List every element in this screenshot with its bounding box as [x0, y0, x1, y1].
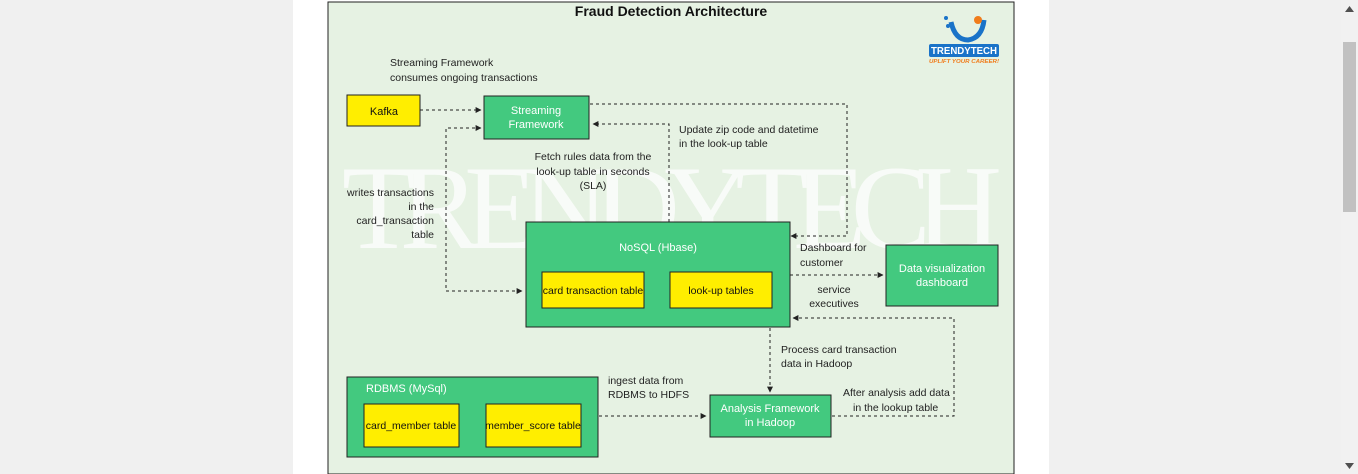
logo-swoosh-icon — [948, 19, 987, 43]
rdbms-mysql-node: RDBMS (MySql) card_member table member_s… — [346, 376, 599, 458]
dashboard-label-1: Data visualization — [899, 263, 985, 275]
streaming-consumes-line-1: Streaming Framework — [390, 57, 494, 69]
rdbms-label: RDBMS (MySql) — [366, 383, 447, 395]
dashboard-label-2: dashboard — [916, 277, 968, 289]
annotations: Streaming Framework consumes ongoing tra… — [346, 57, 950, 414]
nosql-to-streaming-fetch-arrow — [592, 121, 670, 222]
logo-brand-text: TRENDYTECH — [931, 46, 997, 57]
fetch-rules-line-2: look-up table in seconds — [536, 166, 649, 178]
analysis-to-nosql-arrow — [792, 315, 955, 417]
kafka-label: Kafka — [370, 106, 399, 118]
scrollbar-thumb[interactable] — [1343, 42, 1356, 212]
vertical-scrollbar[interactable] — [1341, 0, 1358, 474]
lookup-tables-label: look-up tables — [688, 285, 753, 297]
card-member-table-box — [363, 403, 460, 448]
process-card-line-1: Process card transaction — [781, 344, 897, 356]
logo-head-icon — [974, 16, 982, 24]
card-transaction-table-label: card transaction table — [543, 285, 644, 297]
after-analysis-line-1: After analysis add data — [843, 387, 950, 399]
lookup-tables-box — [669, 271, 773, 309]
streaming-label-1: Streaming — [511, 105, 561, 117]
streaming-framework-node: Streaming Framework — [483, 95, 590, 140]
fetch-rules-line-1: Fetch rules data from the — [535, 151, 652, 163]
streaming-consumes-line-2: consumes ongoing transactions — [390, 72, 538, 84]
ingest-data-line-2: RDBMS to HDFS — [608, 389, 689, 401]
update-zip-line-1: Update zip code and datetime — [679, 124, 819, 136]
after-analysis-line-2: in the lookup table — [853, 402, 938, 414]
analysis-label-2: in Hadoop — [745, 417, 795, 429]
streaming-to-nosql-write-arrow — [445, 125, 523, 294]
analysis-framework-node: Analysis Framework in Hadoop — [709, 394, 832, 438]
data-visualization-dashboard-node: Data visualization dashboard — [885, 244, 999, 307]
scroll-up-arrow-icon[interactable] — [1341, 0, 1358, 17]
streaming-label-2: Framework — [508, 119, 564, 131]
writes-transactions-line-1: writes transactions — [346, 187, 434, 199]
service-executives-line-2: executives — [809, 298, 859, 310]
analysis-label-1: Analysis Framework — [720, 403, 820, 415]
process-card-line-2: data in Hadoop — [781, 358, 852, 370]
member-score-table-box — [485, 403, 582, 448]
diagram-title: Fraud Detection Architecture — [575, 3, 768, 19]
scroll-down-arrow-icon[interactable] — [1341, 457, 1358, 474]
update-zip-line-2: in the look-up table — [679, 138, 768, 150]
kafka-node: Kafka — [346, 94, 421, 127]
logo-tagline-text: UPLIFT YOUR CAREER! — [929, 59, 999, 65]
nosql-label: NoSQL (Hbase) — [619, 242, 697, 254]
service-executives-line-1: service — [817, 284, 850, 296]
writes-transactions-line-3: card_transaction — [356, 215, 434, 227]
card-transaction-table-box — [541, 271, 645, 309]
dashboard-for-line-1: Dashboard for — [800, 242, 867, 254]
card-member-table-label: card_member table — [366, 420, 457, 432]
dashboard-for-line-2: customer — [800, 257, 844, 269]
trendytech-logo: TRENDYTECH UPLIFT YOUR CAREER! — [929, 16, 999, 65]
connectors — [420, 103, 955, 419]
writes-transactions-line-4: table — [411, 229, 434, 241]
writes-transactions-line-2: in the — [408, 201, 434, 213]
nosql-hbase-node: NoSQL (Hbase) card transaction table loo… — [525, 221, 791, 328]
ingest-data-line-1: ingest data from — [608, 375, 684, 387]
fetch-rules-line-3: (SLA) — [580, 180, 607, 192]
streaming-to-nosql-update-arrow — [590, 103, 848, 239]
member-score-table-label: member_score table — [485, 420, 581, 432]
